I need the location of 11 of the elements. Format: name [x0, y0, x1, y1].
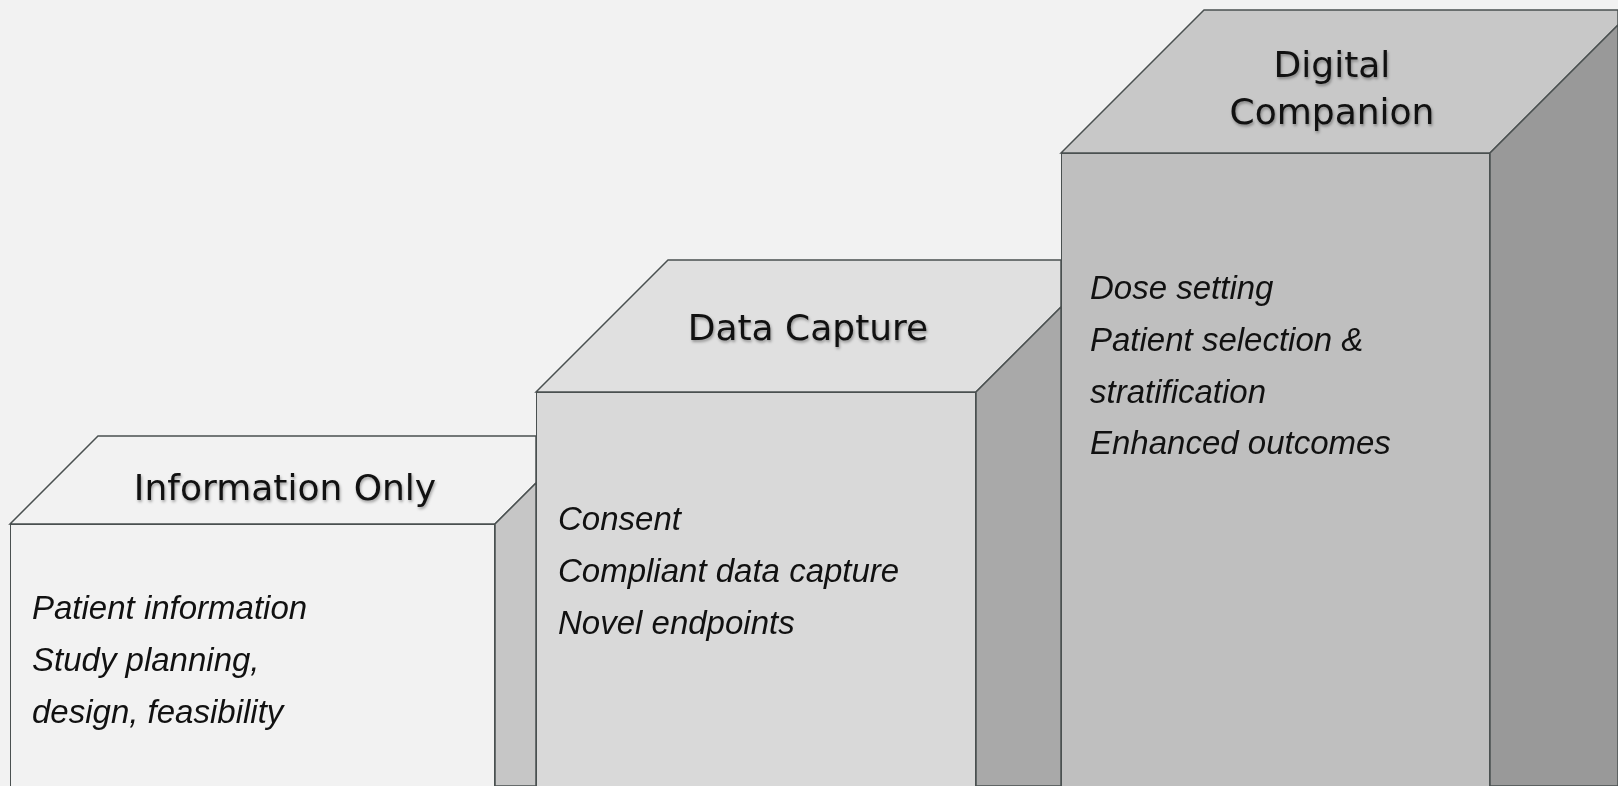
block-heading: Data Capture [686, 305, 930, 350]
block-item: Novel endpoints [558, 603, 796, 643]
block-item: Enhanced outcomes [1090, 423, 1392, 463]
block-item: Dose setting [1090, 268, 1275, 308]
block-item: Study planning, design, feasibility [32, 640, 286, 732]
block-item: Consent [558, 499, 683, 539]
block-item: Patient information [32, 588, 309, 628]
block-heading: Digital Companion [1228, 43, 1436, 134]
block-item: Patient selection & stratification [1090, 320, 1365, 412]
block-item: Compliant data capture [558, 551, 901, 591]
block-heading: Information Only [132, 465, 438, 510]
